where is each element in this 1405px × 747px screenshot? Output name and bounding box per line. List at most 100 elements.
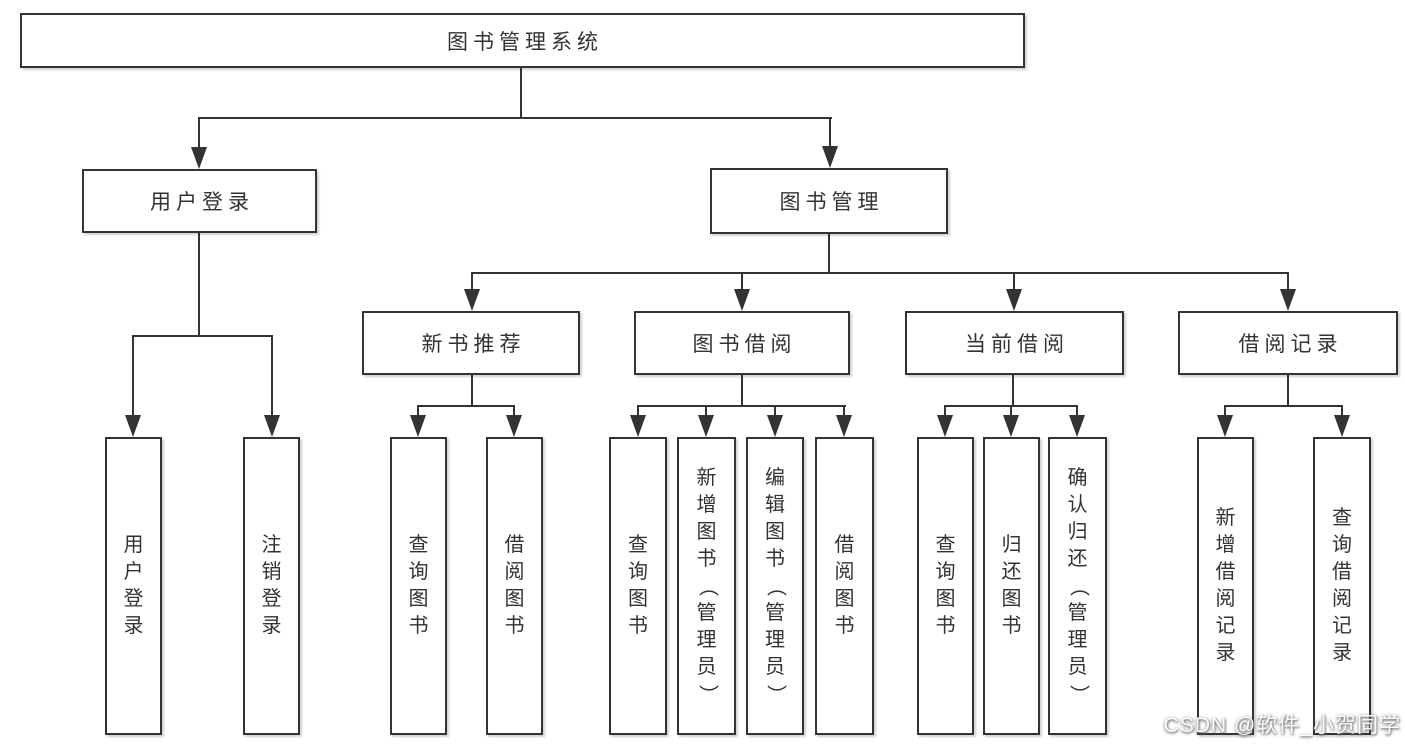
- vertical-char: 增: [1215, 534, 1236, 556]
- arrowhead-leaf-userlogin: [125, 415, 141, 437]
- connector-cb-leaf3: [1076, 405, 1078, 417]
- vertical-char: 阅: [834, 561, 855, 583]
- connector-cb-leaf2: [1010, 405, 1012, 417]
- vertical-char: 录: [261, 615, 282, 637]
- node-book-management: 图书管理: [710, 168, 948, 234]
- connector-bb-leaf2: [705, 405, 707, 417]
- node-book-borrow: 图书借阅: [634, 311, 850, 375]
- connector-userlogin-branch: [133, 335, 273, 337]
- leaf-newbook-borrow-books: 借阅图书: [486, 437, 543, 735]
- connector-bb-leaf3: [774, 405, 776, 417]
- vertical-char: 书: [504, 615, 525, 637]
- vertical-char: 图: [765, 520, 785, 543]
- arrowhead-bb-leaf3: [767, 415, 783, 437]
- vertical-char: ）: [764, 684, 787, 704]
- connector-to-new-books: [471, 272, 473, 292]
- vertical-char: 图: [1001, 588, 1022, 610]
- vertical-char: 新: [696, 466, 717, 489]
- vertical-char: 询: [935, 561, 956, 583]
- connector-to-leaf-logout: [271, 335, 273, 419]
- leaf-borrow-edit-books-admin: 编辑图书（管理员）: [746, 437, 804, 735]
- vertical-char: 图: [935, 588, 956, 610]
- vertical-char: 理: [1067, 628, 1088, 651]
- node-root-library-system: 图书管理系统: [20, 13, 1025, 68]
- vertical-char: 书: [765, 547, 785, 570]
- vertical-char: 阅: [1215, 588, 1236, 610]
- node-borrow-records: 借阅记录: [1178, 311, 1398, 375]
- arrowhead-new-books: [464, 289, 480, 311]
- arrowhead-cb-leaf3: [1069, 415, 1085, 437]
- connector-records-stem: [1287, 375, 1289, 405]
- node-new-book-recommend: 新书推荐: [362, 311, 580, 375]
- vertical-char: 记: [1215, 615, 1236, 637]
- vertical-char: 新: [1215, 507, 1236, 529]
- leaf-borrow-query-books: 查询图书: [609, 437, 667, 735]
- arrowhead-user-login: [191, 147, 207, 169]
- arrowhead-cb-leaf2: [1003, 415, 1019, 437]
- arrowhead-current-borrow: [1006, 289, 1022, 311]
- arrowhead-bb-leaf2: [698, 415, 714, 437]
- vertical-char: 记: [1332, 615, 1352, 637]
- connector-level1-branch: [198, 117, 832, 119]
- vertical-char: （: [1067, 576, 1089, 596]
- vertical-char: 管: [696, 601, 717, 624]
- connector-to-book-borrow: [741, 272, 743, 292]
- vertical-char: 书: [628, 615, 648, 637]
- connector-root-stem: [520, 68, 522, 117]
- connector-cb-leaf1: [944, 405, 946, 417]
- connector-to-leaf-userlogin: [132, 335, 134, 419]
- arrowhead-book-mgmt: [822, 146, 838, 168]
- vertical-char: 户: [123, 561, 144, 583]
- vertical-char: 查: [1332, 507, 1352, 529]
- vertical-char: 员: [1067, 655, 1088, 678]
- leaf-newbook-query-books: 查询图书: [390, 437, 447, 735]
- vertical-char: 归: [1067, 520, 1088, 543]
- arrowhead-book-borrow: [734, 289, 750, 311]
- vertical-char: 录: [1332, 642, 1352, 664]
- vertical-char: 借: [834, 534, 855, 556]
- arrowhead-bb-leaf4: [836, 415, 852, 437]
- vertical-char: 阅: [1332, 588, 1352, 610]
- vertical-char: 图: [696, 520, 717, 543]
- vertical-char: 图: [408, 588, 429, 610]
- vertical-char: 书: [1001, 615, 1022, 637]
- vertical-char: 询: [1332, 534, 1352, 556]
- leaf-records-query-record: 查询借阅记录: [1313, 437, 1371, 735]
- vertical-char: 图: [504, 588, 525, 610]
- vertical-char: 管: [765, 601, 785, 624]
- vertical-char: 录: [123, 615, 144, 637]
- vertical-char: 理: [765, 628, 785, 651]
- connector-level3-branch: [471, 272, 1289, 274]
- leaf-records-add-record: 新增借阅记录: [1197, 437, 1254, 735]
- vertical-char: 员: [696, 655, 717, 678]
- connector-newbooks-stem: [471, 375, 473, 405]
- csdn-watermark: CSDN @软件_小贺同学: [1163, 714, 1401, 737]
- connector-to-book-mgmt: [829, 117, 831, 148]
- connector-currentborrow-stem: [1012, 375, 1014, 405]
- vertical-char: 询: [408, 561, 429, 583]
- vertical-char: 书: [834, 615, 855, 637]
- vertical-char: 登: [123, 588, 144, 610]
- connector-to-user-login: [198, 117, 200, 149]
- node-current-borrow: 当前借阅: [905, 311, 1124, 375]
- leaf-current-query-books: 查询图书: [917, 437, 974, 735]
- leaf-current-return-books: 归还图书: [983, 437, 1040, 735]
- vertical-char: 借: [504, 534, 525, 556]
- vertical-char: 录: [1215, 642, 1236, 664]
- vertical-char: 登: [261, 588, 282, 610]
- vertical-char: ）: [696, 684, 718, 704]
- vertical-char: 书: [696, 547, 717, 570]
- connector-br-leaf2: [1341, 405, 1343, 417]
- leaf-current-confirm-return-admin: 确认归还（管理员）: [1048, 437, 1107, 735]
- vertical-char: ）: [1067, 684, 1089, 704]
- vertical-char: （: [764, 576, 787, 596]
- vertical-char: 查: [935, 534, 956, 556]
- vertical-char: 图: [834, 588, 855, 610]
- arrowhead-leaf-logout: [264, 415, 280, 437]
- connector-newbooks-branch: [417, 405, 515, 407]
- connector-to-borrow-records: [1287, 272, 1289, 292]
- connector-records-branch: [1224, 405, 1342, 407]
- connector-userlogin-stem: [198, 233, 200, 335]
- node-user-login: 用户登录: [82, 169, 317, 233]
- connector-bookborrow-branch: [637, 405, 846, 407]
